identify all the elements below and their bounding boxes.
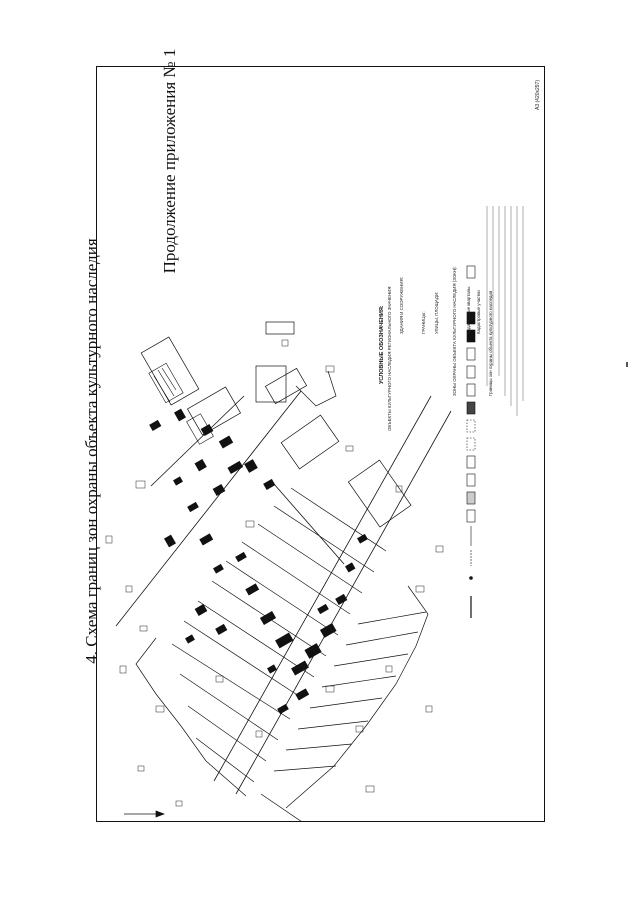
upper-blocks xyxy=(140,321,337,436)
parcels-right xyxy=(260,414,429,822)
sheet-code: А3 (420х297) xyxy=(535,79,541,110)
map-frame xyxy=(96,66,545,822)
legend-swatches xyxy=(466,265,476,618)
north-arrow-icon xyxy=(124,810,165,818)
buildings-dark xyxy=(149,408,368,715)
legend-text-lines xyxy=(486,206,524,416)
hatched-landmarks xyxy=(148,362,214,445)
outbuildings xyxy=(105,339,444,807)
scan-mark xyxy=(626,362,628,367)
main-street xyxy=(213,395,452,795)
cadastral-map xyxy=(105,206,524,822)
